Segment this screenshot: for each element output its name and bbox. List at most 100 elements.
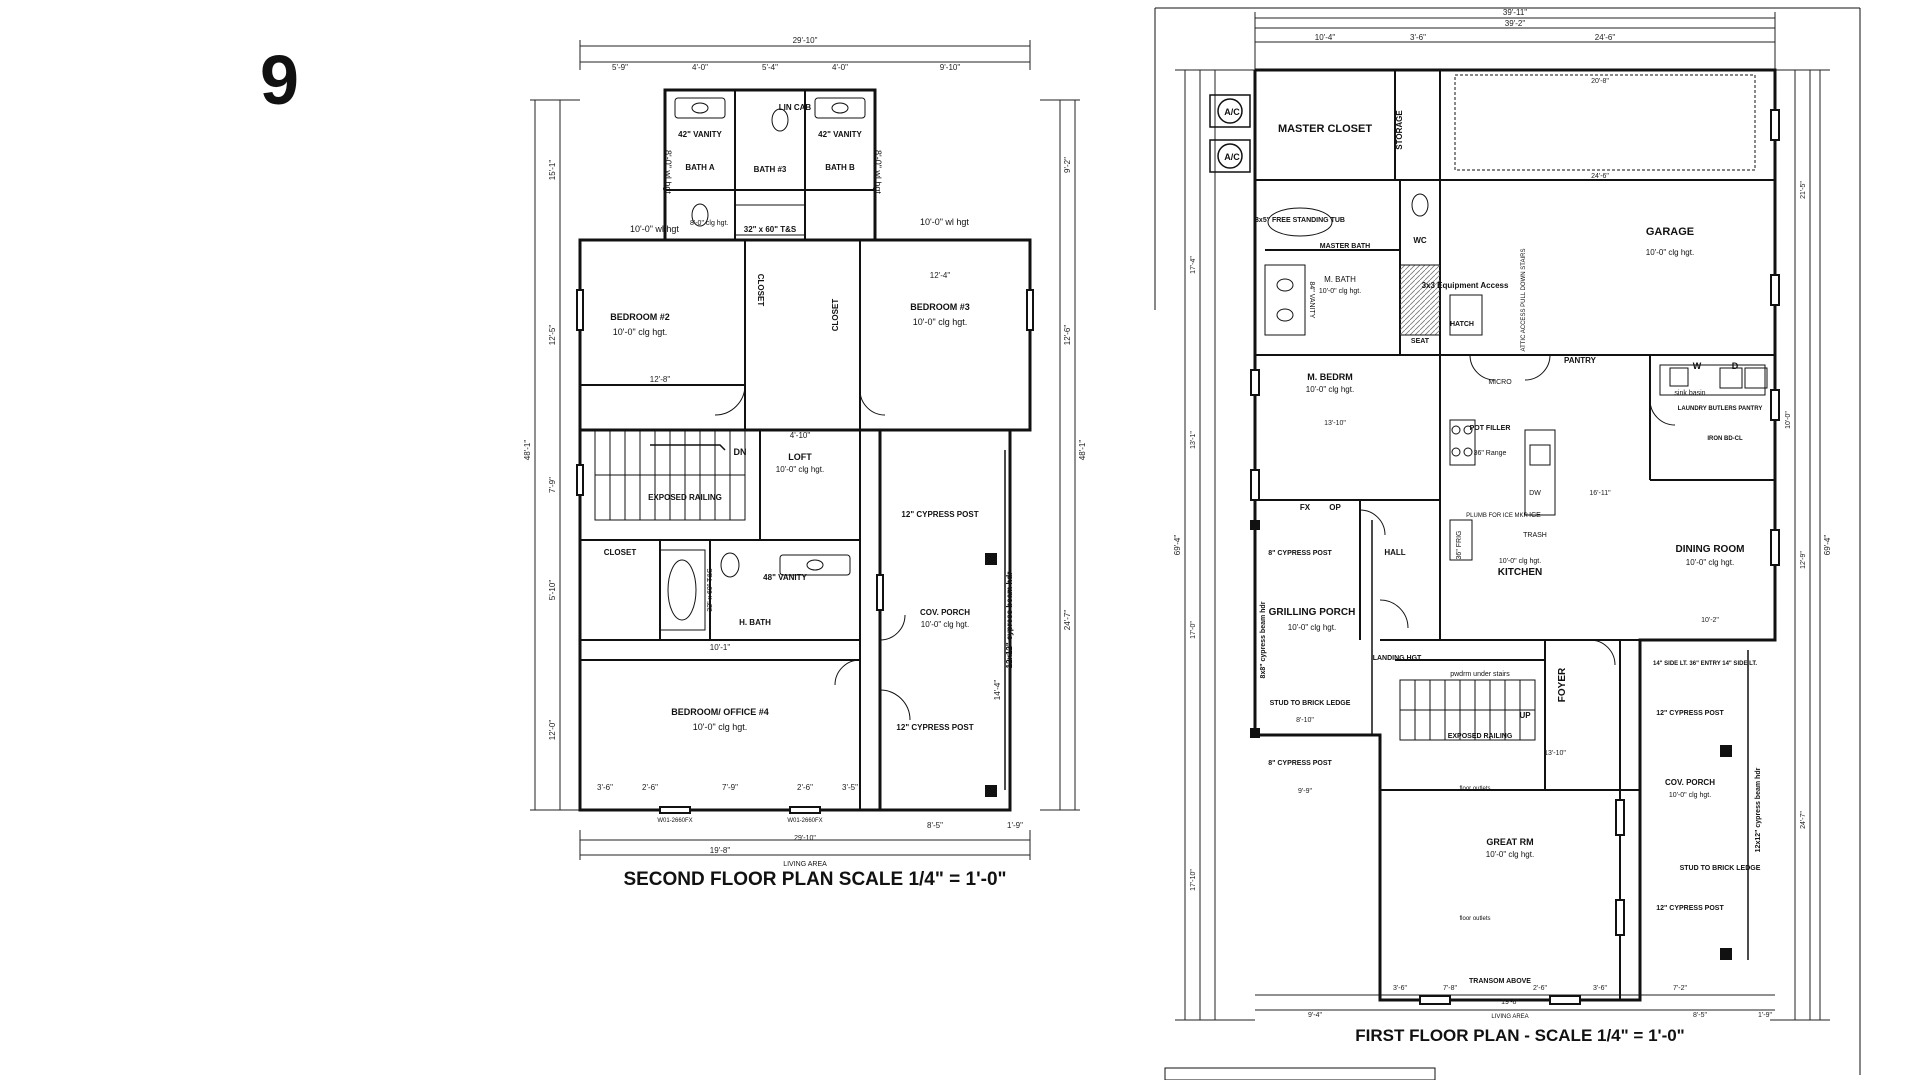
svg-text:32" x 60" T&S: 32" x 60" T&S xyxy=(744,225,797,234)
svg-text:7'-2": 7'-2" xyxy=(1673,985,1687,992)
svg-text:W01-2660FX: W01-2660FX xyxy=(787,818,822,824)
svg-text:D: D xyxy=(1732,361,1739,371)
svg-text:A/C: A/C xyxy=(1224,107,1240,117)
svg-text:19'-8": 19'-8" xyxy=(1501,999,1519,1006)
svg-text:24'-6": 24'-6" xyxy=(1591,173,1609,180)
svg-text:1'-9": 1'-9" xyxy=(1758,1012,1772,1019)
svg-text:10'-0" clg hgt.: 10'-0" clg hgt. xyxy=(1646,248,1694,257)
great-rm-label: GREAT RM xyxy=(1486,837,1533,847)
svg-text:13'-10": 13'-10" xyxy=(1544,750,1566,757)
svg-text:15'-1": 15'-1" xyxy=(548,160,557,181)
svg-text:12x12" cypress beam hdr: 12x12" cypress beam hdr xyxy=(1005,572,1014,669)
second-floor-plan xyxy=(530,40,1080,860)
svg-text:16'-11": 16'-11" xyxy=(1589,490,1611,497)
bath-a-label: BATH A xyxy=(685,163,715,172)
svg-text:4'-0": 4'-0" xyxy=(832,63,848,72)
svg-text:2'-6": 2'-6" xyxy=(1533,985,1547,992)
svg-text:STUD TO BRICK LEDGE: STUD TO BRICK LEDGE xyxy=(1270,700,1351,707)
pantry-label: PANTRY xyxy=(1564,356,1597,365)
svg-text:10'-0" clg hgt.: 10'-0" clg hgt. xyxy=(613,327,667,337)
svg-text:21'-5": 21'-5" xyxy=(1800,181,1807,199)
svg-text:1'-9": 1'-9" xyxy=(1007,821,1023,830)
cov-porch-label: COV. PORCH xyxy=(920,608,970,617)
svg-text:A/C: A/C xyxy=(1224,152,1240,162)
kitchen-label: KITCHEN xyxy=(1498,567,1542,578)
svg-text:LIVING AREA: LIVING AREA xyxy=(783,861,827,868)
bath-3-label: BATH #3 xyxy=(754,165,787,174)
svg-text:ICE: ICE xyxy=(1529,512,1541,519)
svg-text:12" CYPRESS POST: 12" CYPRESS POST xyxy=(1656,710,1724,717)
svg-text:48'-1": 48'-1" xyxy=(1078,440,1087,461)
svg-text:DW: DW xyxy=(1529,490,1541,497)
svg-text:8'-0" wl hgt: 8'-0" wl hgt xyxy=(663,150,673,194)
svg-text:48'-1": 48'-1" xyxy=(523,440,532,461)
svg-text:10'-0" wl hgt: 10'-0" wl hgt xyxy=(920,217,969,227)
svg-text:10'-0" clg hgt.: 10'-0" clg hgt. xyxy=(913,317,967,327)
svg-text:UP: UP xyxy=(1519,711,1531,720)
svg-text:7'-9": 7'-9" xyxy=(548,477,557,493)
svg-text:9'-2": 9'-2" xyxy=(1063,157,1072,173)
second-floor-caption: SECOND FLOOR PLAN SCALE 1/4" = 1'-0" xyxy=(623,869,1006,890)
svg-text:17'-0": 17'-0" xyxy=(1190,621,1197,639)
svg-text:CLOSET: CLOSET xyxy=(831,299,840,332)
master-closet-label: MASTER CLOSET xyxy=(1278,123,1372,135)
svg-text:ATTIC ACCESS PULL DOWN STAIRS: ATTIC ACCESS PULL DOWN STAIRS xyxy=(1521,249,1527,352)
svg-text:10'-4": 10'-4" xyxy=(1315,33,1336,42)
lin-cab-label: LIN CAB xyxy=(779,103,812,112)
svg-text:17'-4": 17'-4" xyxy=(1190,256,1197,274)
svg-text:48" VANITY: 48" VANITY xyxy=(763,573,807,582)
svg-text:10'-0" clg hgt.: 10'-0" clg hgt. xyxy=(1288,623,1336,632)
master-bath-label: MASTER BATH xyxy=(1320,243,1370,250)
svg-text:IRON BD-CL: IRON BD-CL xyxy=(1707,436,1743,442)
svg-text:8'-0" clg hgt.: 8'-0" clg hgt. xyxy=(690,220,729,227)
m-bedrm-label: M. BEDRM xyxy=(1307,372,1353,382)
svg-text:5'-10": 5'-10" xyxy=(548,580,557,601)
bath-b-label: BATH B xyxy=(825,163,855,172)
svg-text:pwdrm under stairs: pwdrm under stairs xyxy=(1450,671,1510,678)
svg-text:2'-6": 2'-6" xyxy=(642,783,658,792)
svg-text:8'-5": 8'-5" xyxy=(927,821,943,830)
svg-text:14'-4": 14'-4" xyxy=(993,680,1002,701)
svg-text:12" CYPRESS POST: 12" CYPRESS POST xyxy=(1656,905,1724,912)
dining-room-label: DINING ROOM xyxy=(1676,544,1745,555)
svg-text:9'-9": 9'-9" xyxy=(1298,788,1312,795)
svg-text:8'-5": 8'-5" xyxy=(1693,1012,1707,1019)
svg-text:12'-5": 12'-5" xyxy=(548,325,557,346)
second-floor-labels: BEDROOM #2 10'-0" clg hgt. BEDROOM #3 10… xyxy=(523,36,1087,890)
svg-text:19'-8": 19'-8" xyxy=(710,846,731,855)
hatch-label: HATCH xyxy=(1450,321,1474,328)
svg-text:CLOSET: CLOSET xyxy=(756,274,765,307)
wc-label: WC xyxy=(1413,236,1427,245)
svg-text:13'-10": 13'-10" xyxy=(1324,420,1346,427)
svg-text:3'-6": 3'-6" xyxy=(1410,33,1426,42)
svg-text:24'-6": 24'-6" xyxy=(1595,33,1616,42)
svg-text:12'-0": 12'-0" xyxy=(548,720,557,741)
bedroom-2-label: BEDROOM #2 xyxy=(610,312,670,322)
svg-text:7'-9": 7'-9" xyxy=(722,783,738,792)
svg-text:4'-0": 4'-0" xyxy=(692,63,708,72)
svg-text:39'-11": 39'-11" xyxy=(1503,8,1527,17)
svg-text:TRASH: TRASH xyxy=(1523,532,1547,539)
svg-text:3'-6": 3'-6" xyxy=(597,783,613,792)
svg-text:39'-2": 39'-2" xyxy=(1505,19,1526,28)
bedroom-3-label: BEDROOM #3 xyxy=(910,302,970,312)
first-floor-labels: A/C A/C MASTER CLOSET STORAGE GARAGE 10'… xyxy=(1173,8,1832,1045)
svg-text:FX: FX xyxy=(1300,503,1311,512)
svg-text:10'-1": 10'-1" xyxy=(710,643,731,652)
first-floor-caption: FIRST FLOOR PLAN - SCALE 1/4" = 1'-0" xyxy=(1355,1026,1685,1045)
svg-text:EXPOSED RAILING: EXPOSED RAILING xyxy=(648,493,722,502)
svg-text:STORAGE: STORAGE xyxy=(1395,110,1404,150)
laundry-label: LAUNDRY BUTLERS PANTRY xyxy=(1678,406,1763,412)
first-floor-plan xyxy=(1154,7,1861,1080)
svg-text:36" Range: 36" Range xyxy=(1474,450,1507,457)
svg-text:12'-8": 12'-8" xyxy=(650,375,671,384)
svg-text:floor outlets: floor outlets xyxy=(1459,786,1490,792)
svg-text:7'-8": 7'-8" xyxy=(1443,985,1457,992)
svg-text:3x3 Equipment Access: 3x3 Equipment Access xyxy=(1422,281,1509,290)
svg-text:10'-0" clg hgt.: 10'-0" clg hgt. xyxy=(1486,850,1534,859)
svg-text:12x12" cypress beam hdr: 12x12" cypress beam hdr xyxy=(1755,767,1762,852)
svg-text:10'-0" clg hgt.: 10'-0" clg hgt. xyxy=(1499,558,1541,565)
svg-text:10'-0" wl hgt: 10'-0" wl hgt xyxy=(630,224,679,234)
svg-text:PLUMB FOR ICE MKR: PLUMB FOR ICE MKR xyxy=(1466,513,1528,519)
svg-text:10'-0" clg hgt.: 10'-0" clg hgt. xyxy=(693,722,747,732)
